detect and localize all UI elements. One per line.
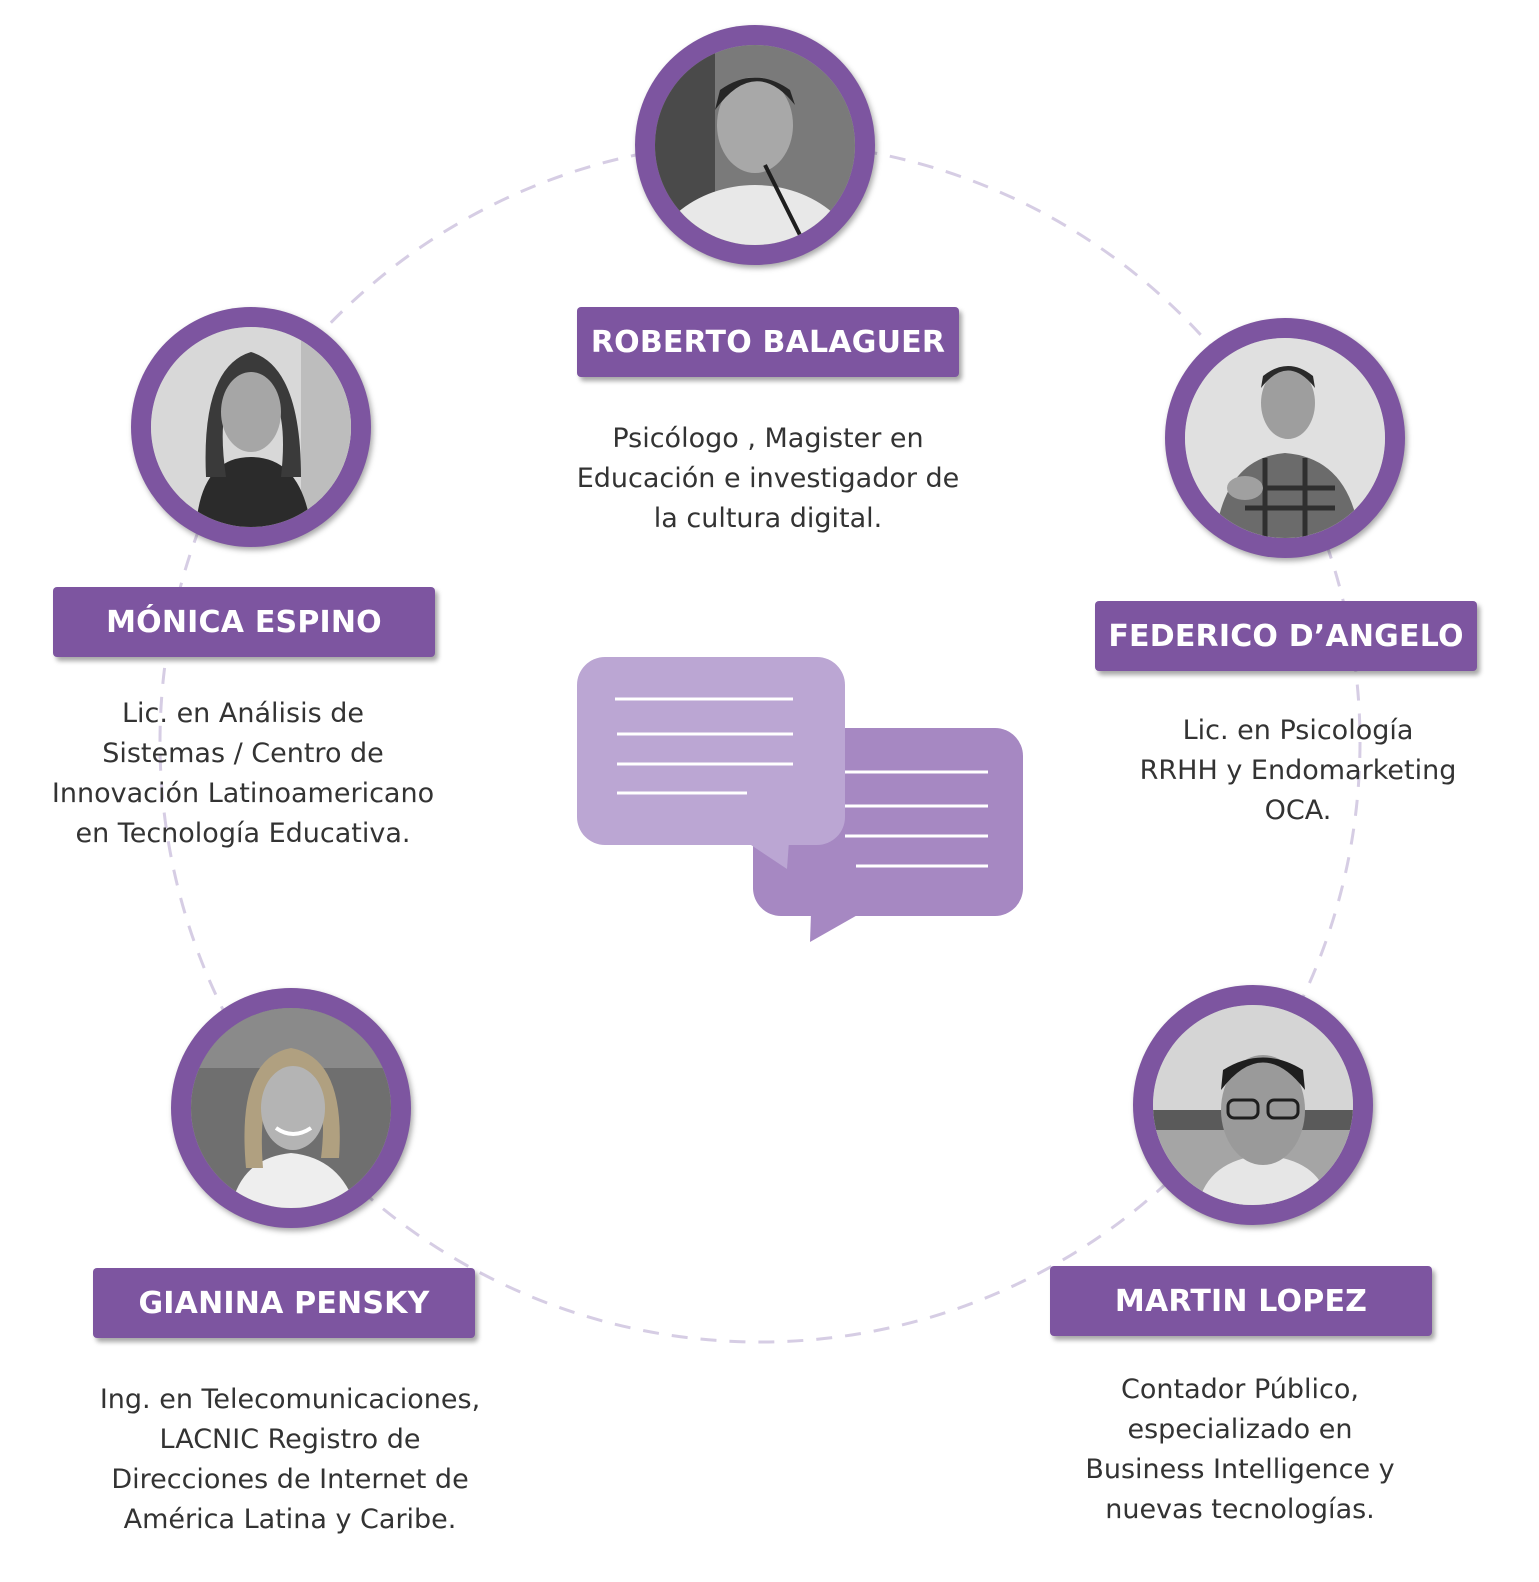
description-line: Contador Público, bbox=[1121, 1374, 1359, 1405]
description-line: Psicólogo , Magister en bbox=[612, 423, 924, 454]
avatar-roberto bbox=[635, 25, 875, 265]
description-line: América Latina y Caribe. bbox=[123, 1504, 457, 1535]
avatar-martin bbox=[1133, 985, 1373, 1225]
description-monica: Lic. en Análisis de Sistemas / Centro de… bbox=[0, 694, 486, 854]
description-line: la cultura digital. bbox=[653, 503, 883, 534]
name-tag-monica: MÓNICA ESPINO bbox=[53, 587, 435, 657]
description-line: RRHH y Endomarketing bbox=[1139, 755, 1457, 786]
description-line: LACNIC Registro de bbox=[159, 1424, 421, 1455]
description-line: Ing. en Telecomunicaciones, bbox=[99, 1384, 481, 1415]
description-line: OCA. bbox=[1264, 795, 1332, 826]
description-line: Lic. en Análisis de bbox=[122, 698, 364, 729]
description-federico: Lic. en Psicología RRHH y Endomarketing … bbox=[1048, 711, 1539, 831]
description-line: especializado en bbox=[1127, 1414, 1353, 1445]
avatar-federico bbox=[1165, 318, 1405, 558]
avatar-gianina bbox=[171, 988, 411, 1228]
description-line: Lic. en Psicología bbox=[1182, 715, 1414, 746]
name-tag-federico: FEDERICO D’ANGELO bbox=[1095, 601, 1477, 671]
name-tag-martin: MARTIN LOPEZ bbox=[1050, 1266, 1432, 1336]
description-line: en Tecnología Educativa. bbox=[75, 818, 411, 849]
photo-monica bbox=[151, 327, 351, 527]
description-martin: Contador Público, especializado en Busin… bbox=[990, 1370, 1490, 1530]
description-line: Business Intelligence y bbox=[1085, 1454, 1395, 1485]
name-tag-gianina: GIANINA PENSKY bbox=[93, 1268, 475, 1338]
chat-bubbles-icon bbox=[577, 657, 1023, 942]
chat-bubble-front-icon bbox=[577, 657, 845, 869]
photo-gianina bbox=[191, 1008, 391, 1208]
description-line: Sistemas / Centro de bbox=[102, 738, 384, 769]
photo-roberto bbox=[655, 45, 855, 245]
avatar-monica bbox=[131, 307, 371, 547]
description-gianina: Ing. en Telecomunicaciones, LACNIC Regis… bbox=[40, 1380, 540, 1540]
description-line: Direcciones de Internet de bbox=[111, 1464, 469, 1495]
description-line: nuevas tecnologías. bbox=[1105, 1494, 1375, 1525]
description-roberto: Psicólogo , Magister en Educación e inve… bbox=[518, 419, 1018, 539]
photo-federico bbox=[1185, 338, 1385, 538]
name-tag-roberto: ROBERTO BALAGUER bbox=[577, 307, 959, 377]
description-line: Innovación Latinoamericano bbox=[51, 778, 435, 809]
description-line: Educación e investigador de bbox=[576, 463, 960, 494]
photo-martin bbox=[1153, 1005, 1353, 1205]
